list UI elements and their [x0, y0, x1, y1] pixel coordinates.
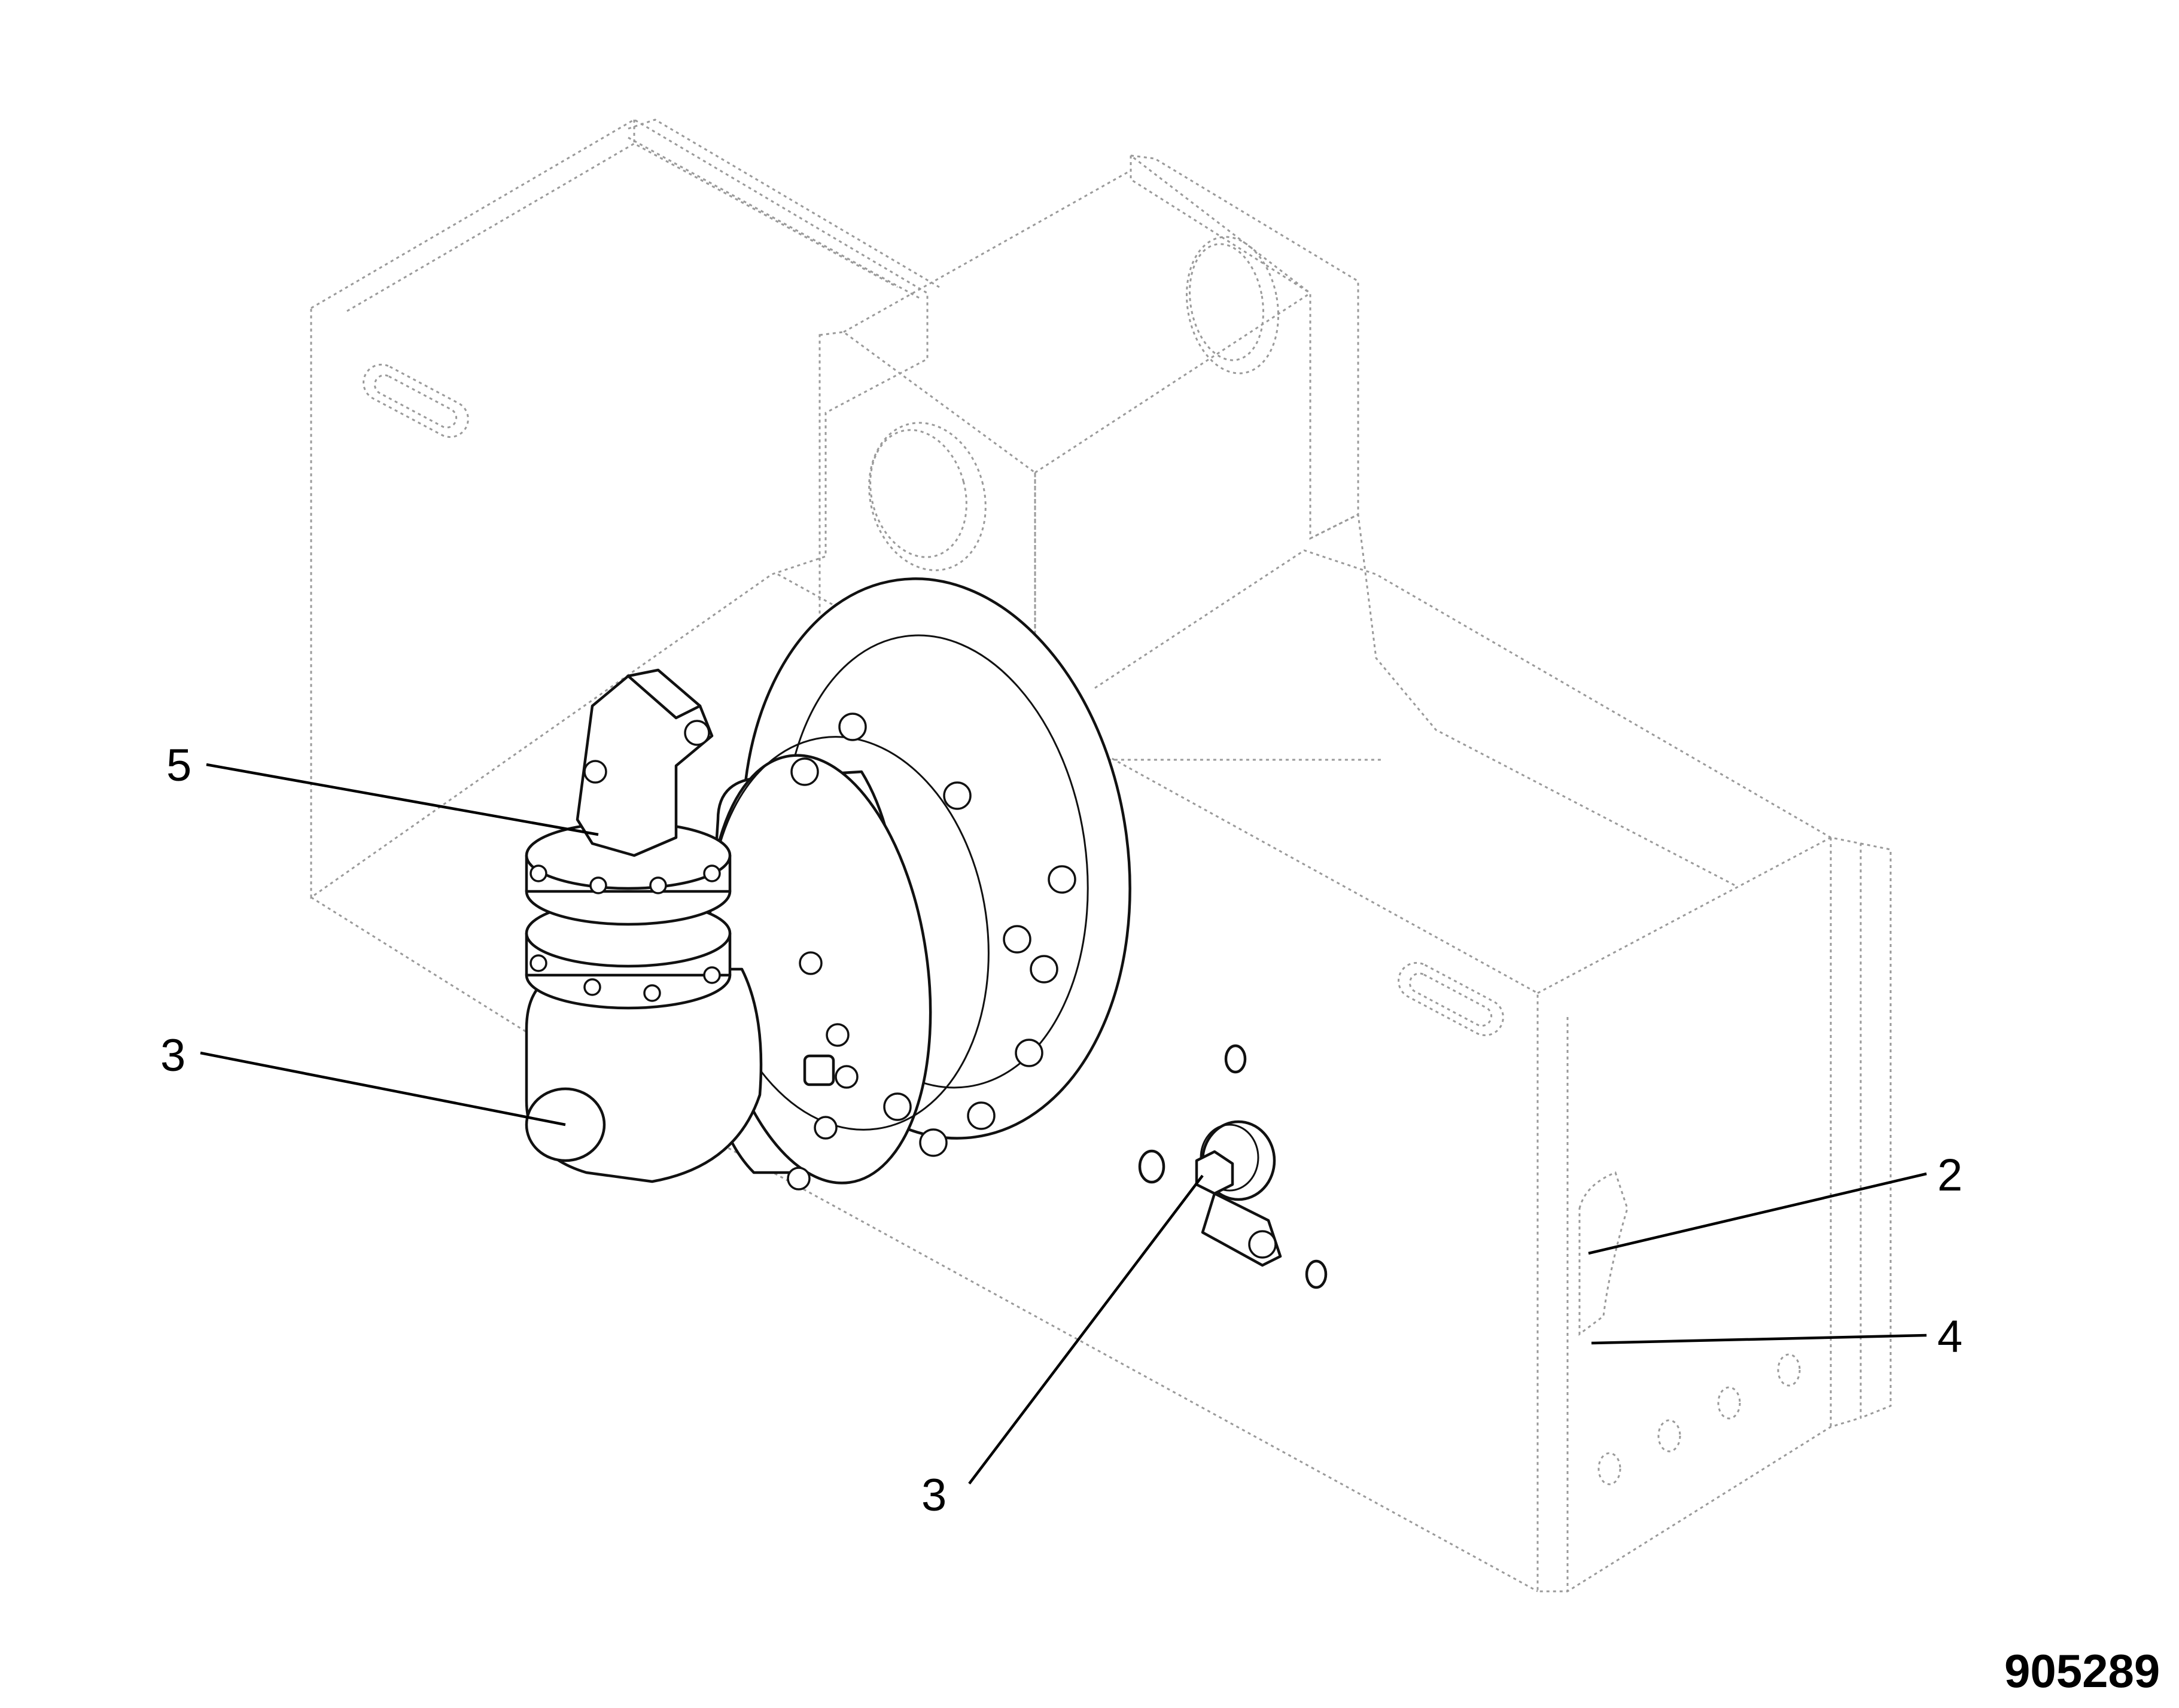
sensor-assembly	[1138, 1044, 1328, 1289]
callout-4: 4	[1937, 1311, 1962, 1362]
leader-3-lower	[968, 1174, 1204, 1485]
leader-5	[206, 763, 599, 836]
leader-lines	[200, 763, 1927, 1485]
leader-4	[1591, 1333, 1927, 1345]
frame-housing	[310, 118, 1892, 1593]
leader-3-upper	[200, 1051, 566, 1127]
callout-3-upper: 3	[160, 1030, 185, 1081]
drawing-number: 905289	[2004, 1645, 2160, 1697]
callout-2: 2	[1937, 1150, 1962, 1201]
callout-labels: 5 3 3 2 4	[160, 740, 1962, 1521]
drive-motor-gearbox	[525, 577, 1131, 1191]
callout-3-lower: 3	[921, 1470, 947, 1521]
callout-5: 5	[166, 740, 191, 791]
leader-2	[1588, 1172, 1927, 1255]
